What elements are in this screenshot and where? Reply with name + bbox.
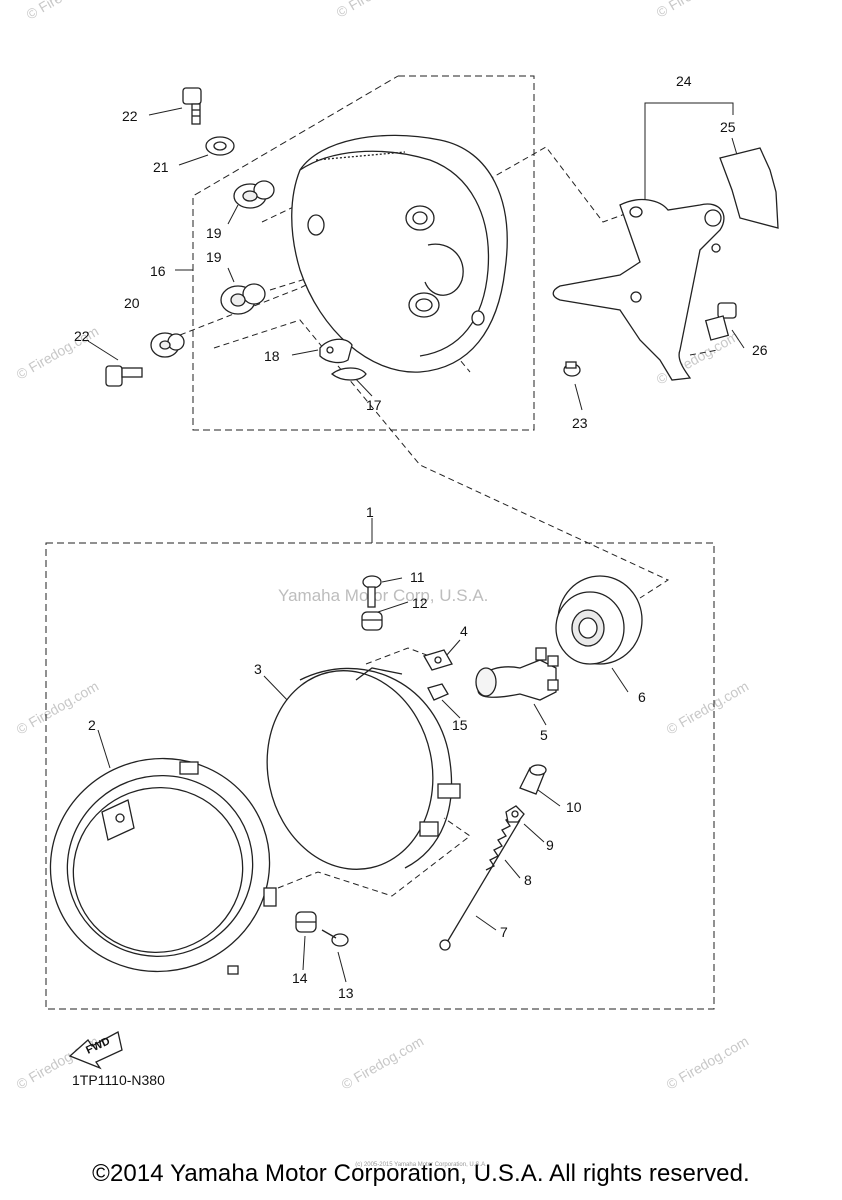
callout-23: 23	[572, 415, 588, 431]
nut-15	[427, 683, 449, 701]
screw-13	[321, 929, 349, 947]
socket-cover-6	[555, 575, 643, 665]
headlight-housing	[291, 134, 508, 373]
callout-24: 24	[676, 73, 692, 89]
spring-8	[485, 815, 515, 871]
callout-16: 16	[150, 263, 166, 279]
callout-18: 18	[264, 348, 280, 364]
callout-11: 11	[410, 569, 425, 585]
washer-21	[205, 136, 235, 156]
bulb-5	[475, 647, 559, 701]
leader-lines	[87, 102, 745, 983]
bracket-24	[552, 198, 725, 381]
gasket-17	[330, 367, 367, 381]
callout-22: 22	[74, 328, 90, 344]
screw-23	[563, 361, 581, 377]
callout-4: 4	[460, 623, 468, 639]
callout-14: 14	[292, 970, 308, 986]
watermark: © Firedo	[334, 0, 389, 21]
rim-2	[49, 757, 277, 975]
collar-20	[150, 332, 185, 358]
parts: FWD	[49, 87, 779, 1070]
grommet-19-a	[233, 180, 275, 209]
callout-12: 12	[412, 595, 428, 611]
adjust-screw-7	[439, 819, 521, 951]
headlight-unit-box	[45, 542, 715, 1010]
grommet-14	[295, 911, 317, 933]
callout-19: 19	[206, 225, 222, 241]
watermark: © Firedo	[654, 0, 709, 21]
clamp-18	[319, 338, 353, 364]
grommet-12	[361, 611, 383, 631]
diagram-part-code: 1TP1110-N380	[72, 1072, 165, 1088]
bolt-26	[704, 302, 737, 341]
housing-assembly-box	[192, 75, 535, 431]
screw-11	[362, 575, 382, 608]
callout-20: 20	[124, 295, 140, 311]
lens-unit-3	[266, 667, 461, 870]
callout-3: 3	[254, 661, 262, 677]
watermark: © Firedog.com	[664, 678, 752, 738]
nut-plate-4	[423, 649, 453, 671]
callout-6: 6	[638, 689, 646, 705]
callout-25: 25	[720, 119, 736, 135]
assembly-boxes	[45, 75, 715, 1010]
watermark: © Firedo	[24, 0, 79, 23]
callout-10: 10	[566, 799, 582, 815]
callout-9: 9	[546, 837, 554, 853]
callout-13: 13	[338, 985, 354, 1001]
bolt-22-left	[105, 365, 143, 387]
callout-26: 26	[752, 342, 768, 358]
callout-1: 1	[366, 504, 374, 520]
plate-25	[719, 147, 779, 229]
callout-22: 22	[122, 108, 138, 124]
callout-7: 7	[500, 924, 508, 940]
callout-2: 2	[88, 717, 96, 733]
center-watermark: Yamaha Motor Corp, U.S.A.	[278, 586, 488, 605]
callout-5: 5	[540, 727, 548, 743]
callout-21: 21	[153, 159, 169, 175]
footer-small-notice: (c) 2005-2015 Yamaha Motor Corporation, …	[355, 1162, 487, 1168]
watermark: © Firedog.com	[664, 1033, 752, 1093]
bolt-22-top	[182, 87, 202, 125]
fwd-arrow-icon: FWD	[68, 1031, 123, 1070]
callout-17: 17	[366, 397, 382, 413]
footer-copyright: ©2014 Yamaha Motor Corporation, U.S.A. A…	[92, 1160, 750, 1187]
watermark: © Firedog.com	[339, 1033, 427, 1093]
callout-8: 8	[524, 872, 532, 888]
grommet-19-b	[220, 283, 266, 315]
callout-19: 19	[206, 249, 222, 265]
cap-10	[519, 764, 547, 795]
nut-9	[505, 805, 525, 823]
callouts: 22 21 19 19 16 20 22 18 17 23 24 25 26 1…	[74, 73, 768, 1001]
callout-15: 15	[452, 717, 468, 733]
